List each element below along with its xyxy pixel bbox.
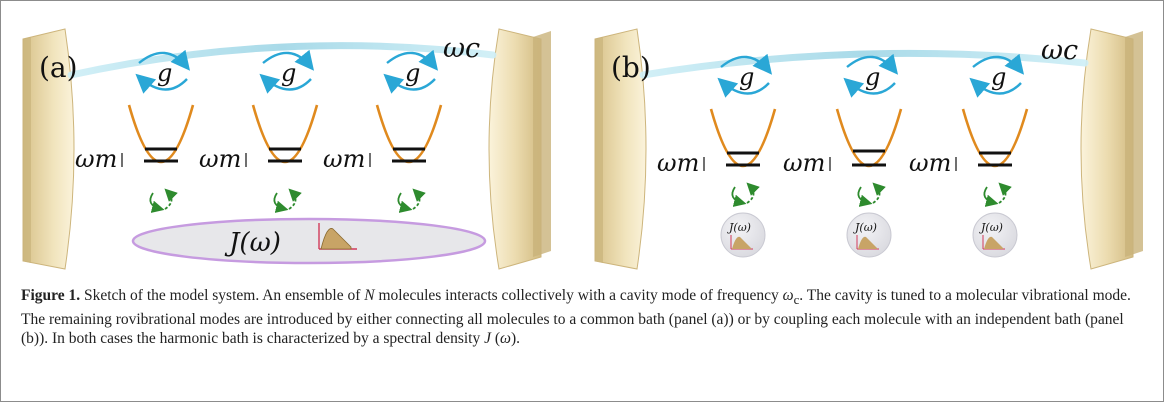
bath-label: J(ω) bbox=[853, 221, 877, 234]
panel-letter: (b) bbox=[611, 51, 651, 84]
panel-letter: (a) bbox=[39, 51, 78, 84]
cavity-mode-beam bbox=[67, 42, 497, 79]
left-mirror bbox=[22, 28, 75, 270]
caption-text-4: ( bbox=[490, 330, 501, 348]
caption-text-1: Sketch of the model system. An ensemble … bbox=[80, 287, 365, 304]
caption-label: Figure 1. bbox=[21, 287, 81, 304]
cavity-mode-beam bbox=[639, 49, 1089, 79]
independent-bath: J(ω) bbox=[720, 212, 766, 258]
omega-m-label: ωm bbox=[323, 145, 365, 173]
caption-text-5: ). bbox=[510, 330, 521, 348]
common-bath: J(ω) bbox=[131, 217, 487, 265]
omega-m-label: ωm bbox=[199, 145, 241, 173]
molecule-1: g ωm J(ω) bbox=[657, 53, 777, 258]
omega-m-label: ωm bbox=[657, 149, 699, 177]
g-label: g bbox=[281, 59, 296, 87]
caption-text-2: molecules interacts collectively with a … bbox=[374, 287, 783, 304]
omega-c-label: ωc bbox=[443, 33, 480, 64]
panel-b: (b) ωc g ωm J(ω) bbox=[585, 19, 1153, 271]
g-label: g bbox=[405, 59, 420, 87]
caption-omega-sub: c bbox=[793, 292, 800, 308]
g-label: g bbox=[739, 63, 754, 91]
molecule-2: g ωm bbox=[199, 49, 319, 213]
molecule-3: g ωm bbox=[323, 49, 443, 213]
independent-bath: J(ω) bbox=[846, 212, 892, 258]
independent-bath: J(ω) bbox=[972, 212, 1018, 258]
g-label: g bbox=[865, 63, 880, 91]
bath-label: J(ω) bbox=[727, 221, 751, 234]
bath-label: J(ω) bbox=[224, 228, 281, 258]
omega-m-label: ωm bbox=[75, 145, 117, 173]
caption-omega-2: ω bbox=[500, 330, 511, 348]
caption-n: N bbox=[364, 287, 375, 304]
caption-j: J bbox=[484, 330, 491, 348]
omega-m-label: ωm bbox=[783, 149, 825, 177]
g-label: g bbox=[991, 63, 1006, 91]
caption-text-3: . The cavity is tuned to a molecular vib… bbox=[21, 287, 1131, 348]
right-mirror bbox=[488, 28, 551, 270]
caption-omega: ω bbox=[782, 287, 794, 304]
panel-a-diagram: (a) ωc g ωm g bbox=[22, 28, 551, 270]
left-mirror bbox=[594, 28, 647, 270]
molecule-1: g ωm bbox=[75, 49, 195, 213]
panel-b-diagram: (b) ωc g ωm J(ω) bbox=[594, 28, 1143, 270]
panel-a: (a) ωc g ωm g bbox=[13, 19, 561, 271]
spectral-density-icon bbox=[318, 223, 357, 250]
molecule-2: g ωm J(ω) bbox=[783, 53, 903, 258]
omega-m-label: ωm bbox=[909, 149, 951, 177]
molecule-3: g ωm J(ω) bbox=[909, 53, 1029, 258]
bath-label: J(ω) bbox=[979, 221, 1003, 234]
right-mirror bbox=[1080, 28, 1143, 270]
figure-caption: Figure 1. Sketch of the model system. An… bbox=[21, 286, 1149, 349]
omega-c-label: ωc bbox=[1041, 35, 1078, 66]
g-label: g bbox=[157, 59, 172, 87]
